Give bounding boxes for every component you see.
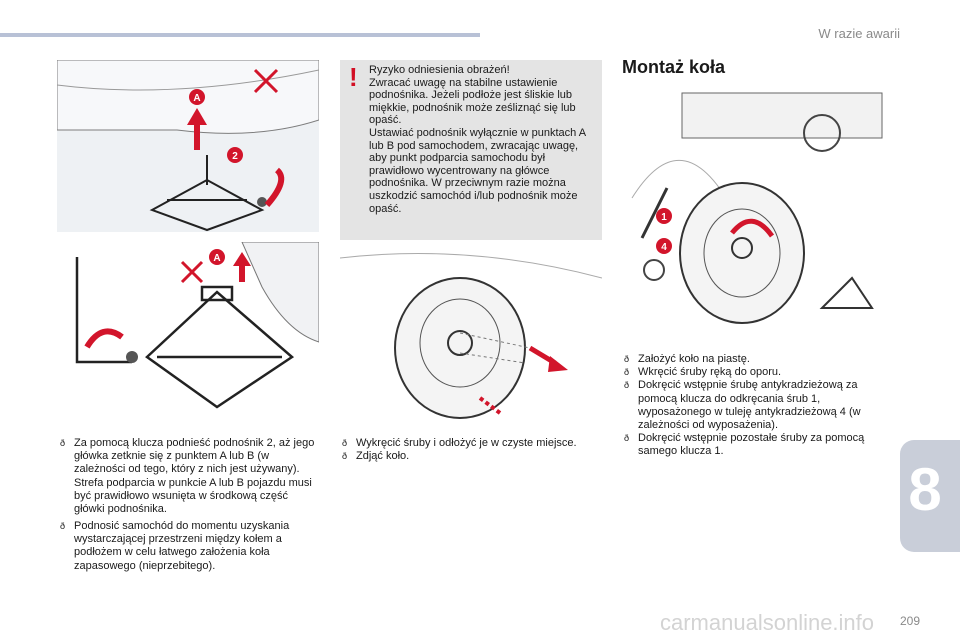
col1-bullet-2: Podnosić samochód do momentu uzyskania w… <box>60 520 318 573</box>
col1-bullet-1: Za pomocą klucza podnieść podnośnik 2, a… <box>60 437 318 516</box>
header-bar <box>0 33 480 37</box>
warning-text: Ryzyko odniesienia obrażeń! Zwracać uwag… <box>369 64 597 215</box>
section-title: W razie awarii <box>818 26 900 41</box>
col3-bullet-4: Dokręcić wstępnie pozostałe śruby za pom… <box>624 432 890 458</box>
col3-bullet-1: Założyć koło na piastę. <box>624 353 890 366</box>
wheel-removal-illustration <box>340 253 602 419</box>
col1-paragraph-1: Za pomocą klucza podnieść podnośnik 2, a… <box>60 437 318 516</box>
warning-line-3: Ustawiać podnośnik wyłącznie w punktach … <box>369 126 586 215</box>
chapter-number: 8 <box>908 456 942 523</box>
warning-box: ! Ryzyko odniesienia obrażeń! Zwracać uw… <box>340 60 602 240</box>
col3-list: Założyć koło na piastę. Wkręcić śruby rę… <box>624 353 890 459</box>
jack-closeup-illustration: A <box>75 242 319 409</box>
wheel-mounting-figure: 1 4 <box>622 88 884 338</box>
jack-position-illustration: A 2 <box>57 60 319 232</box>
chapter-tab <box>900 440 960 552</box>
footer-watermark: carmanualsonline.info <box>660 610 875 635</box>
jack-closeup-figure: A <box>57 242 319 414</box>
col2-list: Wykręcić śruby i odłożyć je w czyste mie… <box>342 437 600 464</box>
label-1: 1 <box>661 212 667 223</box>
wheel-mounting-illustration: 1 4 <box>631 92 883 324</box>
page-title: Montaż koła <box>622 57 726 77</box>
wheel-removal-figure <box>340 248 602 420</box>
col2-bullet-1: Wykręcić śruby i odłożyć je w czyste mie… <box>342 437 600 450</box>
label-2: 2 <box>232 151 238 162</box>
warning-line-1: Ryzyko odniesienia obrażeń! <box>369 64 510 76</box>
jack-position-figure: A 2 <box>57 60 319 232</box>
col1-paragraph-2: Podnosić samochód do momentu uzyskania w… <box>60 520 318 573</box>
page-number: 209 <box>899 614 920 628</box>
warning-icon: ! <box>349 62 358 92</box>
label-4: 4 <box>661 242 667 253</box>
label-a-closeup: A <box>213 253 220 264</box>
col3-bullet-3: Dokręcić wstępnie śrubę antykradzieżową … <box>624 379 890 432</box>
warning-line-2: Zwracać uwagę na stabilne ustawienie pod… <box>369 76 576 127</box>
col2-bullet-2: Zdjąć koło. <box>342 450 600 463</box>
col3-bullet-2: Wkręcić śruby ręką do oporu. <box>624 366 890 379</box>
label-a-top: A <box>193 93 200 104</box>
